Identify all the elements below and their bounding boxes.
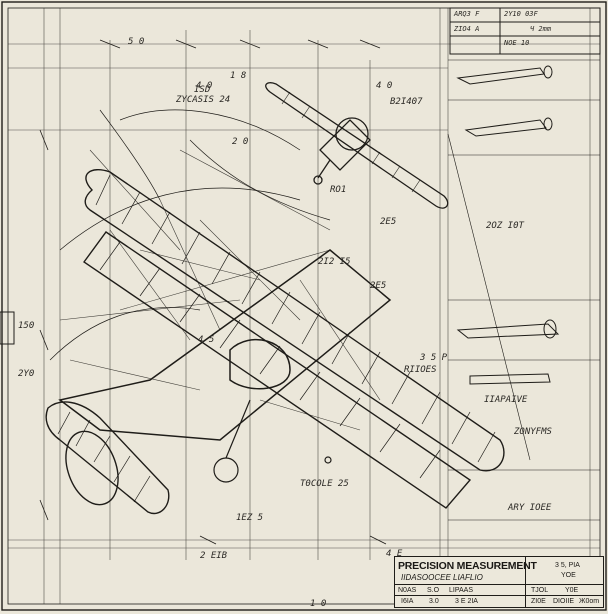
dimension-label: 150 — [18, 321, 35, 331]
annotation: 4 0 — [376, 81, 393, 91]
annotation: 4 0 — [196, 81, 213, 91]
title-block-cell: TJOL — [531, 587, 549, 594]
landing-gear — [213, 399, 332, 483]
right-construction-lines — [447, 59, 600, 521]
annotation: 4 5 — [198, 335, 215, 345]
top-block-line: ARQ3 F — [454, 10, 480, 18]
annotation: RIIOES — [404, 365, 437, 375]
title-block-cell: S.O — [427, 587, 440, 594]
tail — [45, 401, 170, 515]
dimension-label: 2E5 — [370, 281, 387, 291]
title-block-code: 3 5, PIA — [555, 562, 580, 569]
construction-arcs — [49, 109, 331, 361]
title-block-cell: N0AS — [398, 587, 417, 594]
title-block-cell: 3.0 — [429, 598, 439, 605]
annotation: 2E5 — [380, 217, 397, 227]
dimension-label: 1 0 — [310, 599, 327, 609]
title-block: PRECISION MEASUREMENT IIDASOOCEE LIAFLIO… — [394, 556, 604, 608]
top-right-block-frame — [449, 7, 601, 55]
title-block-cell: ZI0E — [531, 598, 546, 605]
title-block-cell: Y0E — [565, 587, 579, 594]
title-block-title: PRECISION MEASUREMENT — [398, 560, 537, 572]
title-block-cell: Ж0om — [579, 598, 600, 605]
top-block-line: Ч 2mm — [530, 25, 552, 33]
annotation: ARY IOEE — [508, 503, 552, 513]
small-biplane-top-view — [265, 82, 449, 209]
tail-ribs — [57, 411, 151, 503]
annotation: 1EZ 5 — [236, 513, 264, 523]
annotation: 5 0 — [128, 37, 145, 47]
lower-wing — [84, 169, 505, 472]
annotation: 2I2 I5 — [318, 257, 351, 267]
construction-grid — [8, 8, 600, 604]
annotation: IIAPAIVE — [484, 395, 528, 405]
left-side-mark — [0, 311, 15, 345]
dimension-label: 2 EIB — [200, 551, 228, 561]
top-block-line: 2Y10 03F — [504, 10, 538, 18]
title-block-cell: 3 E 2IA — [455, 598, 478, 605]
dimension-label: ISD — [194, 85, 211, 95]
inner-frame — [7, 7, 601, 605]
annotation: 3 5 P — [420, 353, 448, 363]
small-biplane-ribs — [281, 91, 421, 193]
dimension-label: 1 8 — [230, 71, 247, 81]
top-block-line: ZIO4 A — [454, 25, 480, 33]
rigging-lines — [59, 149, 381, 431]
upper-wing — [83, 231, 472, 509]
annotation: ZYCASIS 24 — [176, 95, 231, 105]
fuselage — [58, 249, 392, 441]
annotation: 2 0 — [232, 137, 249, 147]
dimension-label: 2Y0 — [18, 369, 35, 379]
upper-wing-ribs — [99, 241, 441, 479]
annotation: B2I407 — [390, 97, 423, 107]
title-block-cell: I6IA — [401, 598, 414, 605]
title-block-code2: YOE — [561, 572, 576, 579]
side-view-sketches — [456, 65, 560, 385]
annotation: RO1 — [330, 185, 347, 195]
dimension-label: 4 E — [386, 549, 403, 559]
top-block-line: NOE 10 — [504, 39, 530, 47]
dimension-ticks — [39, 39, 387, 545]
annotation: ZONYFMS — [514, 427, 552, 437]
title-block-cell: LIPAAS — [449, 587, 473, 594]
title-block-subtitle: IIDASOOCEE LIAFLIO — [401, 573, 483, 582]
annotation: T0COLE 25 — [300, 479, 349, 489]
title-block-cell: DIOIIE — [553, 598, 575, 605]
annotation: 2OZ I0T — [486, 221, 524, 231]
lower-wing-ribs — [95, 174, 496, 463]
